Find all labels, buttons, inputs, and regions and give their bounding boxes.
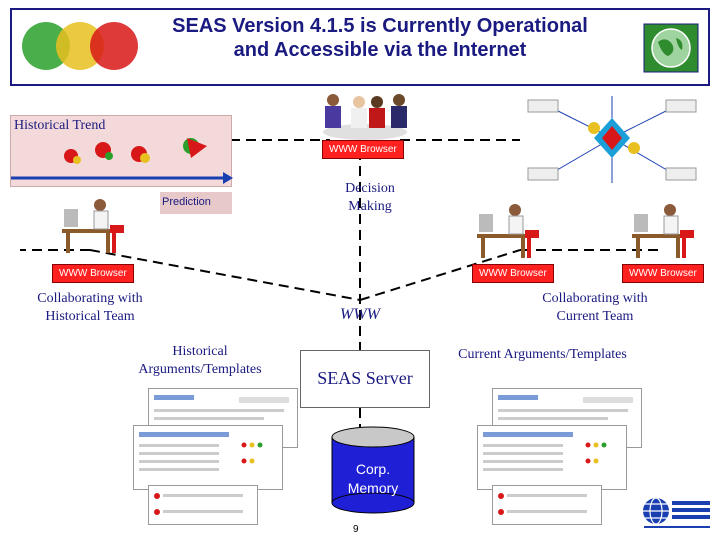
historical-trend-title: Historical Trend [14, 118, 106, 133]
current-args-label: Current Arguments/Templates [458, 347, 627, 362]
www-browser-label-top: WWW Browser [322, 140, 404, 159]
sri-logo-icon [642, 495, 712, 531]
historical-template-doc-3 [148, 485, 258, 525]
collab-historical-label: Collaborating with Historical Team [37, 291, 143, 324]
prediction-label: Prediction [162, 196, 211, 208]
collab-current-label: Collaborating with Current Team [542, 291, 648, 324]
historical-args-label: Historical Arguments/Templates [138, 344, 262, 377]
corp-memory-cylinder [330, 425, 416, 515]
current-template-doc-2 [477, 425, 627, 490]
user-at-computer-icon-3 [630, 200, 700, 260]
historical-trend-panel [10, 115, 233, 187]
user-at-computer-icon [60, 195, 130, 255]
seas-server-label: SEAS Server [317, 368, 413, 388]
www-label: WWW [340, 306, 380, 323]
page-title: SEAS Version 4.1.5 is Currently Operatio… [172, 15, 588, 61]
page-number: 9 [353, 524, 359, 535]
www-browser-label-right-2: WWW Browser [622, 264, 704, 283]
prediction-box [160, 192, 232, 214]
venn-circles-icon [22, 22, 142, 72]
decision-making-label: Decision Making [345, 181, 395, 214]
user-at-computer-icon-2 [475, 200, 545, 260]
current-template-doc-3 [492, 485, 602, 525]
meeting-people-icon [315, 90, 415, 142]
star-diagram-icon [512, 88, 712, 188]
historical-template-doc-2 [133, 425, 283, 490]
www-browser-label-right-1: WWW Browser [472, 264, 554, 283]
seas-server-box [300, 350, 430, 408]
www-browser-label-left: WWW Browser [52, 264, 134, 283]
globe-logo-icon [642, 22, 700, 74]
corp-memory-label: Corp. Memory [347, 461, 399, 496]
